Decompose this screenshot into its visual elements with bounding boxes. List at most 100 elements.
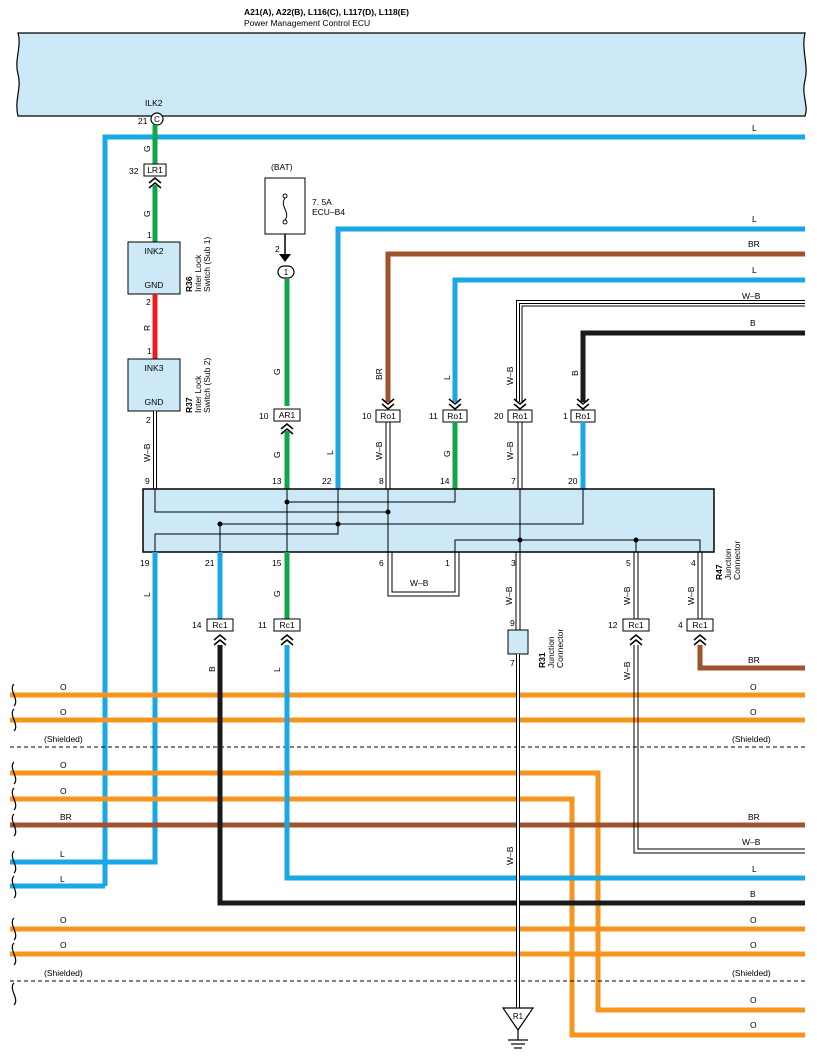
wire-wb-3 (515, 552, 521, 630)
power-management-ecu (16, 32, 807, 117)
wire-label-l-22v: L (325, 450, 335, 455)
svg-text:11: 11 (429, 411, 438, 421)
ground-triangle (501, 1007, 535, 1032)
junction-1-pin: 1 (284, 268, 289, 277)
left-break-marks (11, 683, 17, 1006)
svg-text:11: 11 (258, 620, 267, 630)
wire-label-wb-ground: W–B (505, 846, 515, 865)
wire-l-22 (335, 226, 805, 489)
r47-code: R47 (714, 564, 724, 580)
ecu-pin-connector: C (154, 115, 160, 124)
wire-label-g-14: G (442, 450, 452, 457)
wire-label-g-15: G (272, 590, 282, 597)
wire-label-b-rc1v: B (207, 666, 217, 672)
wire-label-l-ro1v: L (442, 375, 452, 380)
wire-label-l-b1: L (60, 849, 65, 859)
shielded-label-2r: (Shielded) (732, 968, 771, 978)
wire-l-top (102, 134, 805, 886)
r31-code: R31 (537, 652, 547, 668)
ink3-pin-top: 1 (147, 346, 152, 356)
wire-wb-ro1c-r47 (517, 422, 523, 489)
svg-text:14: 14 (192, 620, 202, 630)
ar1-pin: 10 (259, 411, 269, 421)
r47-pin-22: 22 (322, 476, 332, 486)
wire-l-19 (10, 552, 158, 865)
wire-label-br-top: BR (748, 239, 760, 249)
wire-label-l-top: L (752, 123, 757, 133)
r47-pin-7: 7 (511, 476, 516, 486)
r37-code: R37 (184, 397, 194, 413)
wire-label-r: R (142, 325, 152, 331)
rc1-connector-14: Rc1 14 (192, 618, 234, 646)
fuse-icon (282, 197, 288, 221)
wire-label-b-top: B (750, 318, 756, 328)
svg-text:Ro1: Ro1 (447, 411, 463, 421)
wire-label-o-5r: O (750, 915, 757, 925)
wire-label-o-4l: O (60, 786, 67, 796)
lr1-connector (143, 163, 167, 177)
wire-label-o-6r: O (750, 940, 757, 950)
wire-label-wb-v: W–B (505, 366, 515, 385)
wire-label-o-6l: O (60, 940, 67, 950)
ecu-codes: A21(A), A22(B), L116(C), L117(D), L118(E… (244, 7, 409, 17)
r47-pin-20: 20 (568, 476, 578, 486)
svg-text:10: 10 (362, 411, 372, 421)
wire-b-ro1 (580, 330, 805, 402)
r47-pin-9: 9 (145, 476, 150, 486)
wire-label-br-v: BR (374, 368, 384, 380)
ground-icon (508, 1030, 528, 1049)
ecu-name: Power Management Control ECU (244, 18, 370, 28)
wire-label-wb-5: W–B (622, 586, 632, 605)
r31-pin-top: 9 (510, 618, 515, 628)
wire-label-wb-loop: W–B (410, 578, 429, 588)
r31-line1: Junction (546, 636, 556, 668)
wire-label-wb-7: W–B (505, 441, 515, 460)
r47-splice-dots (217, 499, 639, 543)
r47-pin-14: 14 (440, 476, 450, 486)
wire-label-g-2: G (142, 210, 152, 217)
shielded-label-1r: (Shielded) (732, 734, 771, 744)
r47-pin-5: 5 (626, 558, 631, 568)
svg-text:12: 12 (608, 620, 618, 630)
fuse-name: ECU–B4 (312, 207, 345, 217)
wire-b-rc1 (217, 645, 805, 906)
r47-internal-wiring (154, 489, 701, 552)
rc1-connector-11: Rc1 11 (258, 618, 301, 646)
svg-text:4: 4 (678, 620, 683, 630)
ro1-connector-20: Ro1 20 (494, 398, 533, 423)
wire-label-l-ro1: L (752, 265, 757, 275)
shielded-label-1l: (Shielded) (44, 734, 83, 744)
svg-text:Rc1: Rc1 (212, 620, 227, 630)
wire-label-wb-rc1h: W–B (742, 837, 761, 847)
ink2-pin-top: 1 (147, 230, 152, 240)
wire-label-o-1l: O (60, 682, 67, 692)
ro1-connector-10: Ro1 10 (362, 398, 401, 423)
rc1-connector-4: Rc1 4 (678, 618, 714, 646)
ink2-pin-bottom: 2 (146, 297, 151, 307)
r47-pin-19: 19 (140, 558, 150, 568)
r47-pin-6: 6 (379, 558, 384, 568)
wire-label-g-4: G (272, 451, 282, 458)
wire-l-ro1 (452, 277, 805, 402)
ink2-gnd: GND (145, 280, 164, 290)
wire-label-wb-rc1v: W–B (622, 661, 632, 680)
ro1-connector-11: Ro1 11 (429, 398, 468, 423)
wire-label-br-rc1: BR (748, 655, 760, 665)
lr1-chevron (148, 177, 162, 189)
r37-line2: Switch (Sub 2) (202, 358, 212, 413)
wire-label-b-rc1h: B (750, 889, 756, 899)
wire-label-br-bl: BR (60, 812, 72, 822)
wire-label-wb-top: W–B (742, 291, 761, 301)
r47-line1: Junction (723, 548, 733, 580)
wire-label-o-1r: O (750, 682, 757, 692)
fuse-rating: 7. 5A (312, 197, 332, 207)
wire-label-l-rc1v: L (272, 667, 282, 672)
svg-text:Rc1: Rc1 (628, 620, 643, 630)
r36-line2: Switch (Sub 1) (202, 237, 212, 292)
wire-br-ro1 (385, 251, 805, 402)
wire-wb-ro1 (516, 300, 805, 402)
wire-l-rc1 (284, 645, 805, 881)
wire-label-o-5l: O (60, 915, 67, 925)
svg-text:Ro1: Ro1 (575, 411, 591, 421)
